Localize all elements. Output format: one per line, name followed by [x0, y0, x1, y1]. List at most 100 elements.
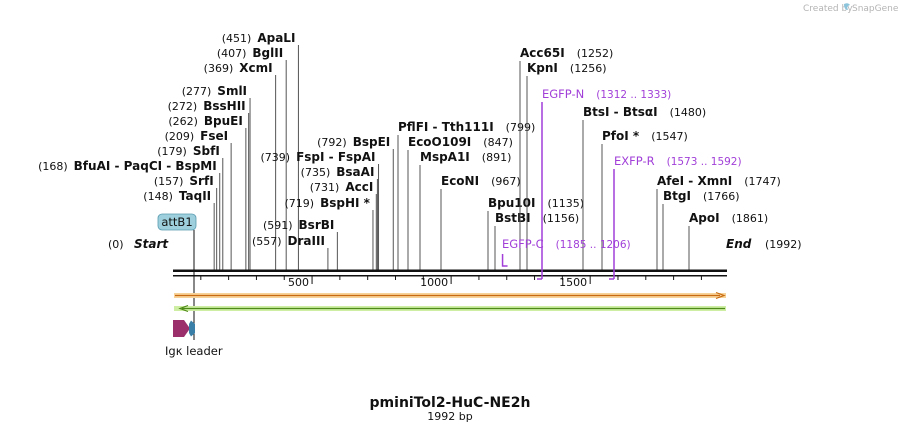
site-label: BstBI: [495, 211, 531, 225]
site-kpni[interactable]: KpnI(1256): [526, 61, 607, 270]
site-position: (262): [168, 115, 198, 128]
site-bfuai-paqci-bspmi[interactable]: BfuAI - PaqCI - BspMI (168): [38, 159, 221, 270]
site-label: XcmI: [239, 61, 272, 75]
site-sbfi[interactable]: SbfI(179): [157, 144, 224, 270]
site-btgi[interactable]: BtgI (1766): [662, 189, 740, 270]
site-taqii[interactable]: TaqII (148): [143, 189, 215, 270]
igk-leader-label: Igκ leader: [165, 344, 223, 358]
orf-forward[interactable]: [174, 291, 726, 300]
site-acc65i[interactable]: Acc65I(1252): [519, 46, 613, 270]
backbone-bottom-strand: [173, 275, 727, 277]
site-position: (1156): [543, 212, 580, 225]
site-label: BspEI: [353, 135, 391, 149]
site-position: (272): [168, 100, 198, 113]
plasmid-name: pminiTol2-HuC-NE2h: [370, 395, 531, 411]
site-label: SbfI: [193, 144, 220, 158]
primer-label: EXFP-R: [614, 154, 655, 168]
site-econi[interactable]: EcoNI (967): [440, 174, 521, 270]
site-position: (209): [165, 130, 195, 143]
igk-leader-arrow[interactable]: [173, 320, 190, 337]
backbone-top-strand: [173, 269, 727, 272]
site-label: SmlI: [217, 84, 247, 98]
site-label: BtgI: [663, 189, 691, 203]
orf-forward-arrowhead: [715, 291, 726, 300]
site-xcmi[interactable]: XcmI (369): [204, 61, 277, 270]
site-mspa1i[interactable]: MspA1I(891): [419, 150, 512, 270]
site-bpuei[interactable]: BpuEI (262): [168, 114, 247, 270]
site-label: PfoI *: [602, 129, 640, 143]
primer-exfp-r[interactable]: EXFP-R (1573 .. 1592): [609, 154, 742, 280]
primer-egfp-c[interactable]: EGFP-C(1185 .. 1206): [501, 237, 631, 267]
site-position: (369): [204, 62, 234, 75]
site-position: (731): [310, 181, 340, 194]
site-position: (1861): [732, 212, 769, 225]
site-label: TaqII: [179, 189, 211, 203]
site-bstbi[interactable]: BstBI (1156): [494, 211, 580, 270]
site-position: (1480): [670, 106, 707, 119]
site-smli[interactable]: SmlI(277): [182, 84, 251, 270]
site-bpu10i[interactable]: Bpu10I(1135): [487, 196, 584, 270]
ruler-label: 500: [288, 276, 309, 289]
site-apali[interactable]: ApaLI (451): [222, 31, 299, 270]
site-position: (891): [482, 151, 512, 164]
attb1-box[interactable]: [157, 213, 197, 231]
site-label: EcoNI: [441, 174, 479, 188]
site-draiii[interactable]: DraIII(557): [252, 234, 329, 270]
site-srfi[interactable]: SrfI (157): [154, 174, 218, 270]
primer-range: (1312 .. 1333): [596, 89, 671, 101]
site-pfoi[interactable]: PfoI *(1547): [601, 129, 688, 270]
site-position: (1256): [570, 62, 607, 75]
site-position: (451): [222, 32, 252, 45]
site-fsei[interactable]: FseI(209): [165, 129, 232, 270]
site-ecoo109i[interactable]: EcoO109I(847): [407, 135, 513, 270]
site-bsaai[interactable]: BsaAI (735): [301, 165, 378, 270]
site-btsi-bts-i[interactable]: BtsI - BtsαI(1480): [582, 105, 707, 270]
site-label: BfuAI - PaqCI - BspMI: [74, 159, 217, 173]
feature-attb1[interactable]: attB1: [157, 213, 197, 340]
site-position: (148): [143, 190, 173, 203]
igk-leader-accent: [189, 320, 195, 337]
site-label: Acc65I: [520, 46, 565, 60]
site-position: (967): [491, 175, 521, 188]
site-label: SrfI: [189, 174, 213, 188]
site-label: PflFI - Tth111I: [398, 120, 494, 134]
site-bsrbi[interactable]: BsrBI(591): [263, 218, 338, 270]
site-afei-xmni[interactable]: AfeI - XmnI(1747): [656, 174, 781, 270]
feature-igk-leader[interactable]: Igκ leader: [165, 320, 223, 358]
site-position: (591): [263, 219, 293, 232]
site-bsshii[interactable]: BssHII(272): [168, 99, 250, 270]
site-position: (168): [38, 160, 68, 173]
credit-text: Created by: [803, 4, 853, 14]
site-fspi-fspai[interactable]: FspI - FspAI(739): [261, 150, 380, 270]
site-label: ApaLI: [257, 31, 295, 45]
site-position: (1766): [703, 190, 740, 203]
primer-egfp-n[interactable]: EGFP-N(1312 .. 1333): [537, 87, 671, 280]
site-position: (847): [483, 136, 513, 149]
primer-range: (1185 .. 1206): [556, 239, 631, 251]
site-position: (735): [301, 166, 331, 179]
site-label: AccI: [345, 180, 373, 194]
start-label: Start: [134, 237, 169, 251]
site-position: (719): [285, 197, 315, 210]
site-position: (1135): [547, 197, 584, 210]
site-layer: TaqII(148)SrfI(157)BfuAI - PaqCI - BspMI…: [38, 31, 802, 270]
site-bsphi[interactable]: BspHI * (719): [285, 196, 374, 270]
end-position: (1992): [765, 238, 802, 251]
site-label: BpuEI: [204, 114, 243, 128]
site-position: (157): [154, 175, 184, 188]
orf-reverse-arrowhead: [178, 304, 189, 313]
site-label: BsaAI: [336, 165, 374, 179]
site-bglii[interactable]: BglII(407): [217, 46, 287, 270]
site-position: (792): [317, 136, 347, 149]
site-label: BspHI *: [320, 196, 371, 210]
site-label: DraIII: [288, 234, 325, 248]
site-acci[interactable]: AccI (731): [310, 180, 377, 270]
ruler-label: 1000: [420, 276, 448, 289]
site-apoi[interactable]: ApoI(1861): [688, 211, 769, 270]
site-pflfi-tth111i[interactable]: PflFI - Tth111I(799): [397, 120, 535, 270]
site-bspei[interactable]: BspEI (792): [317, 135, 394, 270]
primer-range: (1573 .. 1592): [667, 156, 742, 168]
orf-reverse[interactable]: [174, 304, 726, 313]
